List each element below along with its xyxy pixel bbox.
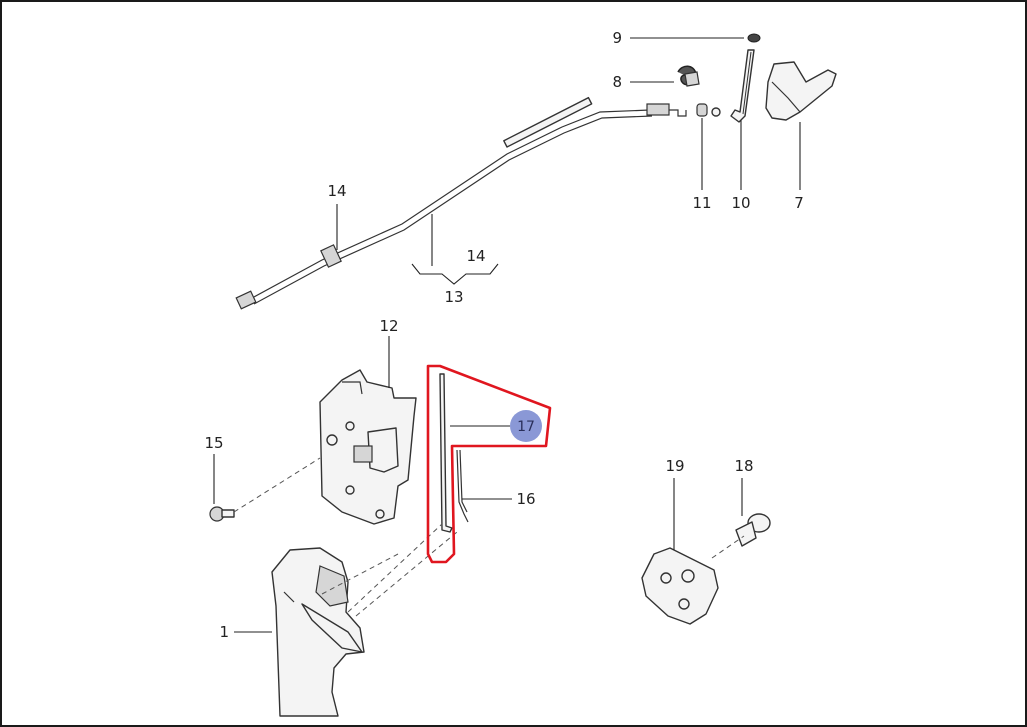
label-19: 19 (665, 457, 684, 475)
cable-clip (320, 244, 342, 268)
cable-end-connector (646, 103, 670, 116)
cable-end-fitting (235, 290, 257, 310)
label-8: 8 (612, 73, 622, 91)
door-lock-part[interactable] (319, 369, 417, 525)
assembly-lines (233, 457, 745, 617)
washer-part[interactable] (747, 33, 761, 43)
highlight-frame (426, 364, 552, 564)
label-11: 11 (692, 194, 711, 212)
label-1: 1 (219, 623, 229, 641)
label-9: 9 (612, 29, 622, 47)
cable-sheath (503, 96, 593, 148)
label-18: 18 (734, 457, 753, 475)
label-16: 16 (516, 490, 535, 508)
rod-16-part[interactable] (456, 449, 469, 523)
label-14-bottom: 14 (466, 247, 485, 265)
label-14-top: 14 (327, 182, 346, 200)
plate-part[interactable] (641, 547, 719, 625)
bracket-part[interactable] (765, 61, 837, 121)
handle-part[interactable] (271, 547, 365, 717)
label-12: 12 (379, 317, 398, 335)
label-10: 10 (731, 194, 750, 212)
label-17: 17 (517, 419, 535, 435)
leader-lines (213, 37, 801, 633)
cable-hook (669, 109, 687, 117)
cable-assembly[interactable] (235, 96, 687, 310)
bolt-part[interactable] (735, 513, 771, 547)
cable-line-inner (253, 115, 653, 305)
rod-17-part[interactable] (439, 373, 453, 533)
callout-circle (510, 410, 542, 442)
label-13: 13 (444, 288, 463, 306)
cable-line (251, 109, 651, 299)
label-7: 7 (794, 194, 804, 212)
label-15: 15 (204, 434, 223, 452)
screw-part[interactable] (209, 506, 235, 522)
bushing-part[interactable] (696, 103, 721, 117)
callout-17[interactable]: 17 (510, 410, 542, 442)
spring-part[interactable] (677, 65, 700, 87)
rod-part[interactable] (730, 49, 755, 123)
